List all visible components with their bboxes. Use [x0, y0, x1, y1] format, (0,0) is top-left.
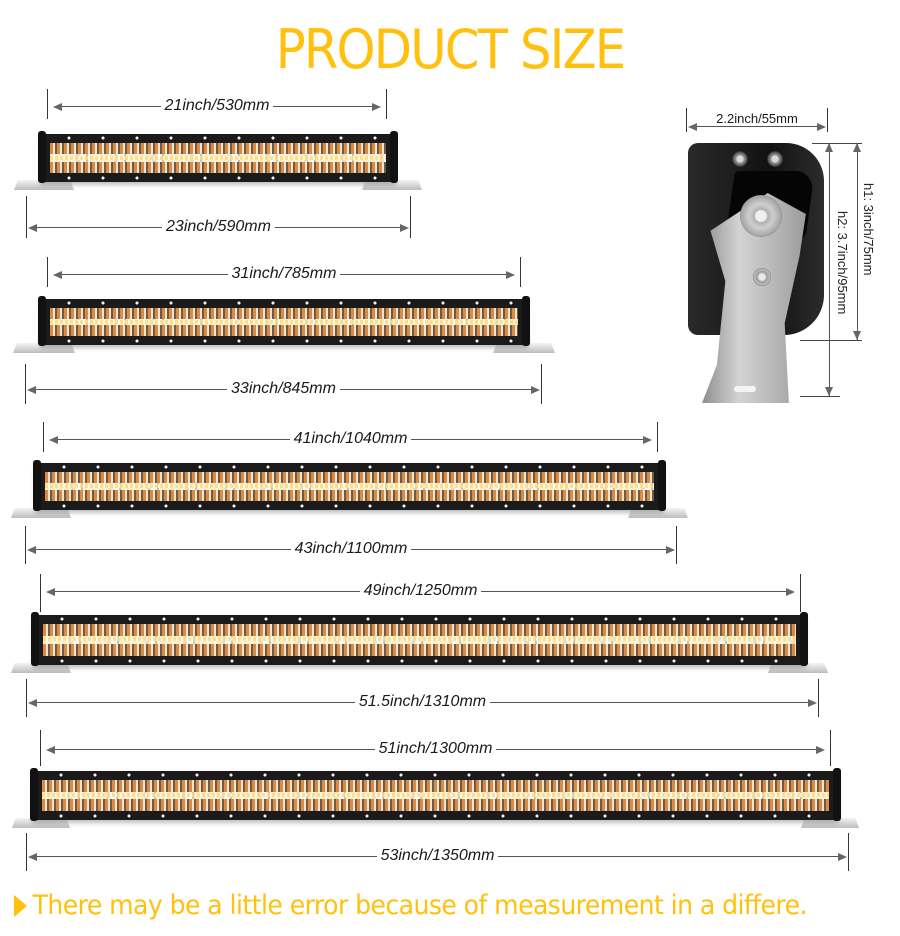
inner-length-dimension: 41inch/1040mm: [43, 422, 658, 452]
inner-length-label: 41inch/1040mm: [289, 430, 412, 447]
triangle-right-icon: [14, 895, 28, 917]
side-view-bracket-image: [682, 143, 830, 403]
led-array: [50, 308, 518, 336]
mount-bracket: [11, 663, 71, 673]
mount-bracket: [801, 818, 859, 828]
arrow-right-icon: [643, 436, 652, 444]
h1-label: h1: 3inch/75mm: [860, 180, 876, 279]
inner-length-dimension: 21inch/530mm: [47, 89, 387, 119]
overall-length-label: 43inch/1100mm: [290, 540, 412, 557]
arrow-left-icon: [27, 386, 36, 394]
overall-length-label: 53inch/1350mm: [376, 847, 499, 864]
h2-dimension: [820, 143, 840, 396]
arrow-up-icon: [825, 143, 833, 152]
overall-length-label: 23inch/590mm: [162, 218, 275, 235]
overall-length-label: 33inch/845mm: [227, 380, 340, 397]
mount-bracket: [12, 818, 70, 828]
inner-length-label: 49inch/1250mm: [359, 582, 482, 599]
light-bar-31in: [13, 296, 555, 353]
light-bar-51in: [12, 768, 859, 828]
inner-length-dimension: 31inch/785mm: [47, 257, 521, 287]
overall-length-dimension: 43inch/1100mm: [25, 526, 677, 564]
arrow-right-icon: [817, 123, 826, 131]
led-array: [45, 472, 654, 501]
mount-bracket: [768, 663, 828, 673]
screw-icon: [732, 151, 748, 167]
arrow-left-icon: [53, 271, 62, 279]
arrow-right-icon: [838, 853, 847, 861]
mount-bracket: [628, 508, 688, 518]
overall-length-dimension: 23inch/590mm: [26, 196, 411, 238]
arrow-left-icon: [49, 436, 58, 444]
arrow-right-icon: [400, 224, 409, 232]
mount-bracket: [14, 180, 74, 190]
mounting-slot: [734, 386, 756, 392]
led-array: [50, 143, 386, 173]
arrow-right-icon: [506, 271, 515, 279]
arrow-right-icon: [372, 103, 381, 111]
overall-length-dimension: 53inch/1350mm: [26, 833, 849, 871]
arrow-right-icon: [816, 746, 825, 754]
mount-bracket: [11, 508, 71, 518]
disclaimer-note: There may be a little error because of m…: [14, 886, 838, 926]
overall-length-dimension: 33inch/845mm: [25, 364, 542, 404]
arrow-left-icon: [46, 746, 55, 754]
arrow-left-icon: [28, 224, 37, 232]
arrow-left-icon: [28, 699, 37, 707]
led-array: [42, 780, 829, 811]
light-bar-41in: [11, 460, 688, 518]
arrow-left-icon: [27, 546, 36, 554]
arrow-right-icon: [531, 386, 540, 394]
arrow-down-icon: [825, 387, 833, 396]
side-width-label: 2.2inch/55mm: [712, 111, 802, 126]
arrow-right-icon: [786, 588, 795, 596]
pivot-bolt-icon: [740, 195, 782, 237]
inner-length-label: 51inch/1300mm: [374, 740, 497, 757]
arrow-left-icon: [53, 103, 62, 111]
arrow-up-icon: [853, 143, 861, 152]
overall-length-label: 51.5inch/1310mm: [354, 693, 491, 710]
led-array: [43, 624, 796, 656]
arrow-left-icon: [688, 123, 697, 131]
mount-bracket: [13, 343, 75, 353]
arrow-left-icon: [46, 588, 55, 596]
arrow-down-icon: [853, 331, 861, 340]
arrow-right-icon: [666, 546, 675, 554]
lock-bolt-icon: [753, 268, 771, 286]
page-title: PRODUCT SIZE: [275, 18, 626, 81]
overall-length-dimension: 51.5inch/1310mm: [26, 679, 819, 717]
mount-bracket: [362, 180, 422, 190]
disclaimer-text: There may be a little error because of m…: [32, 890, 808, 921]
mount-bracket: [493, 343, 555, 353]
inner-length-label: 31inch/785mm: [227, 265, 341, 282]
inner-length-dimension: 49inch/1250mm: [40, 574, 801, 612]
light-bar-49in: [11, 612, 828, 673]
inner-length-dimension: 51inch/1300mm: [40, 730, 831, 766]
screw-icon: [767, 151, 783, 167]
light-bar-21in: [14, 131, 422, 190]
arrow-left-icon: [28, 853, 37, 861]
h2-label: h2: 3.7inch/95mm: [834, 208, 850, 318]
side-width-dimension: 2.2inch/55mm: [686, 108, 828, 132]
arrow-right-icon: [808, 699, 817, 707]
inner-length-label: 21inch/530mm: [160, 97, 274, 114]
h1-dimension: [848, 143, 868, 340]
